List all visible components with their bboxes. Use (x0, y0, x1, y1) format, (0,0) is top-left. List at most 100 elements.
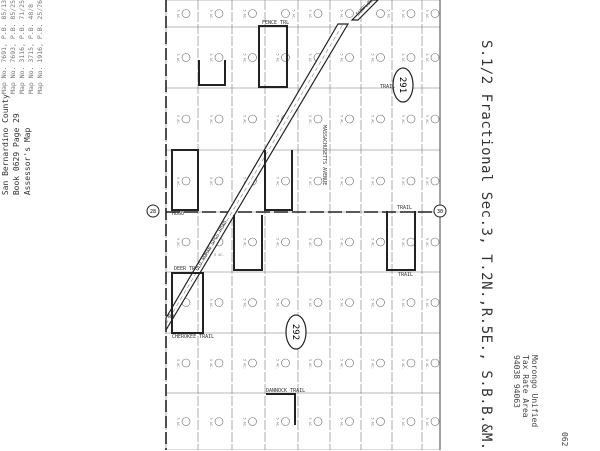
parcel: 5 AC. (425, 176, 440, 188)
parcel: 5 AC. (209, 9, 224, 20)
parcel-acreage: 5 AC. (276, 299, 280, 310)
parcel-number-circle (430, 358, 440, 368)
parcel-acreage: 5 AC. (371, 359, 375, 370)
parcel-number-circle (345, 417, 354, 426)
parcel-number-circle (345, 9, 354, 18)
parcel-number-circle (181, 176, 191, 186)
parcel-number-circle (248, 114, 257, 124)
parcel-number-circle (313, 9, 323, 18)
parcel-acreage: 5 AC. (308, 10, 312, 21)
corner-label: 062 (560, 432, 569, 447)
parcel-number-circle (181, 53, 191, 62)
parcel-number-circle (248, 417, 257, 426)
parcel-acreage: 5 AC. (292, 10, 296, 21)
parcel-number-circle (376, 358, 385, 368)
parcel-acreage: 5 AC. (209, 115, 213, 126)
parcel: 5 AC. (371, 176, 385, 188)
parcel-number-circle (430, 114, 440, 124)
parcel-acreage: 5 AC. (276, 54, 280, 65)
parcel: 5 AC. (371, 417, 385, 428)
parcel-acreage: 5 AC. (276, 418, 280, 429)
parcel-acreage: 5 AC. (425, 177, 429, 188)
parcel: 5 AC. (308, 237, 323, 249)
parcel-acreage: 5 AC. (276, 115, 280, 126)
parcel-number-circle (313, 176, 323, 186)
street-label-massachusetts: MASSACHUSETTS AVENUE (321, 125, 327, 185)
parcel: 5 AC. (401, 9, 416, 20)
parcel: 5 AC. (308, 114, 323, 126)
parcel-acreage: 5 AC. (340, 299, 344, 310)
parcel-acreage: 5 AC. (340, 10, 344, 21)
parcel: 5 AC. (243, 114, 257, 126)
parcel: 5 AC. (308, 9, 323, 21)
road-top-right: SUNFLOWER (350, 0, 379, 21)
street-label-fence: FENCE TRL (262, 20, 289, 26)
parcel-acreage: 5 AC. (401, 418, 405, 429)
parcel-number-circle (248, 53, 257, 62)
parcel: 5 AC. (276, 176, 290, 188)
parcels: 5 AC. 5 AC. 5 AC. 5 AC. 5 AC. 5 AC. 5 AC. 5 AC.… (176, 9, 440, 429)
parcel: 5 AC. (340, 417, 354, 428)
section-marker-text: 30 (437, 209, 443, 215)
parcel-number-circle (430, 237, 440, 247)
parcel: 5 AC. (401, 358, 416, 370)
parcel: 5 AC. (209, 53, 224, 64)
street-label-trail: TRAIL (380, 84, 395, 90)
parcel-number-circle (181, 358, 191, 368)
parcel-number-circle (214, 358, 224, 368)
parcel: 5 AC. (209, 114, 224, 126)
parcel-acreage: 5 AC. (340, 359, 344, 370)
parcel-acreage: 5 AC. (340, 177, 344, 188)
parcel-number-circle (376, 53, 385, 62)
parcel-acreage: 5 AC. (425, 418, 429, 429)
parcel-number-circle (430, 417, 440, 426)
parcel-acreage: 5 AC. (401, 54, 405, 65)
parcel-number-circle (376, 9, 385, 18)
parcel-number-circle (313, 114, 323, 124)
parcel: 5 AC. (176, 358, 191, 370)
map-title: S.1/2 Fractional Sec.3, T.2N.,R.5E., S.B… (478, 40, 494, 451)
parcel-acreage: 5 AC. (425, 359, 429, 370)
parcel-number-circle (281, 417, 290, 426)
parcel: 5 AC. (371, 358, 385, 370)
parcel: 5 AC. (340, 358, 354, 370)
parcel: 5 AC. (401, 114, 416, 126)
parcel: 5 AC. (371, 53, 385, 64)
diagonal-road: OLD WOMAN SPGS ROAD (165, 23, 350, 333)
parcel-number-circle (345, 114, 354, 124)
parcel-acreage: 5 AC. (243, 54, 247, 65)
parcel-number-circle (313, 298, 323, 307)
parcel: 5 AC. (425, 298, 440, 309)
page-badge-text: 292 (290, 324, 300, 340)
parcel: 5 AC. (340, 9, 354, 21)
parcel-number-circle (248, 358, 257, 368)
parcel: 5 AC. (176, 237, 191, 249)
street-label-hugo: HUGO (172, 211, 184, 217)
parcel: 5 AC. (425, 9, 440, 20)
parcel-number-circle (181, 237, 191, 247)
parcel-acreage: 5 AC. (425, 54, 429, 65)
parcel: 5 AC. (340, 114, 354, 126)
parcel-number-circle (345, 237, 354, 247)
parcel-acreage: 5 AC. (276, 177, 280, 188)
parcel-number-circle (248, 298, 257, 307)
parcel-acreage: 5 AC. (214, 253, 225, 257)
parcel-number-circle (406, 417, 416, 426)
parcel-acreage: 5 AC. (308, 177, 312, 188)
parcel-acreage: 5 AC. (425, 115, 429, 126)
parcel-acreage: 5 AC. (387, 10, 391, 21)
parcel-number-circle (313, 237, 323, 247)
parcel: 5 AC. (243, 237, 257, 249)
parcel: 5 AC. (308, 176, 323, 188)
section-marker-28: 28 (146, 204, 160, 218)
parcel-acreage: 5 AC. (371, 115, 375, 126)
parcel-number-circle (214, 53, 224, 62)
parcel: 5 AC. (209, 176, 224, 188)
parcel: 5 AC. (243, 358, 257, 370)
parcel: 5 AC. (401, 417, 416, 429)
parcel-acreage: 5 AC. (243, 418, 247, 429)
parcel: 5 AC. (308, 417, 323, 429)
parcel-acreage: 5 AC. (308, 418, 312, 429)
parcel-number-circle (181, 114, 191, 124)
